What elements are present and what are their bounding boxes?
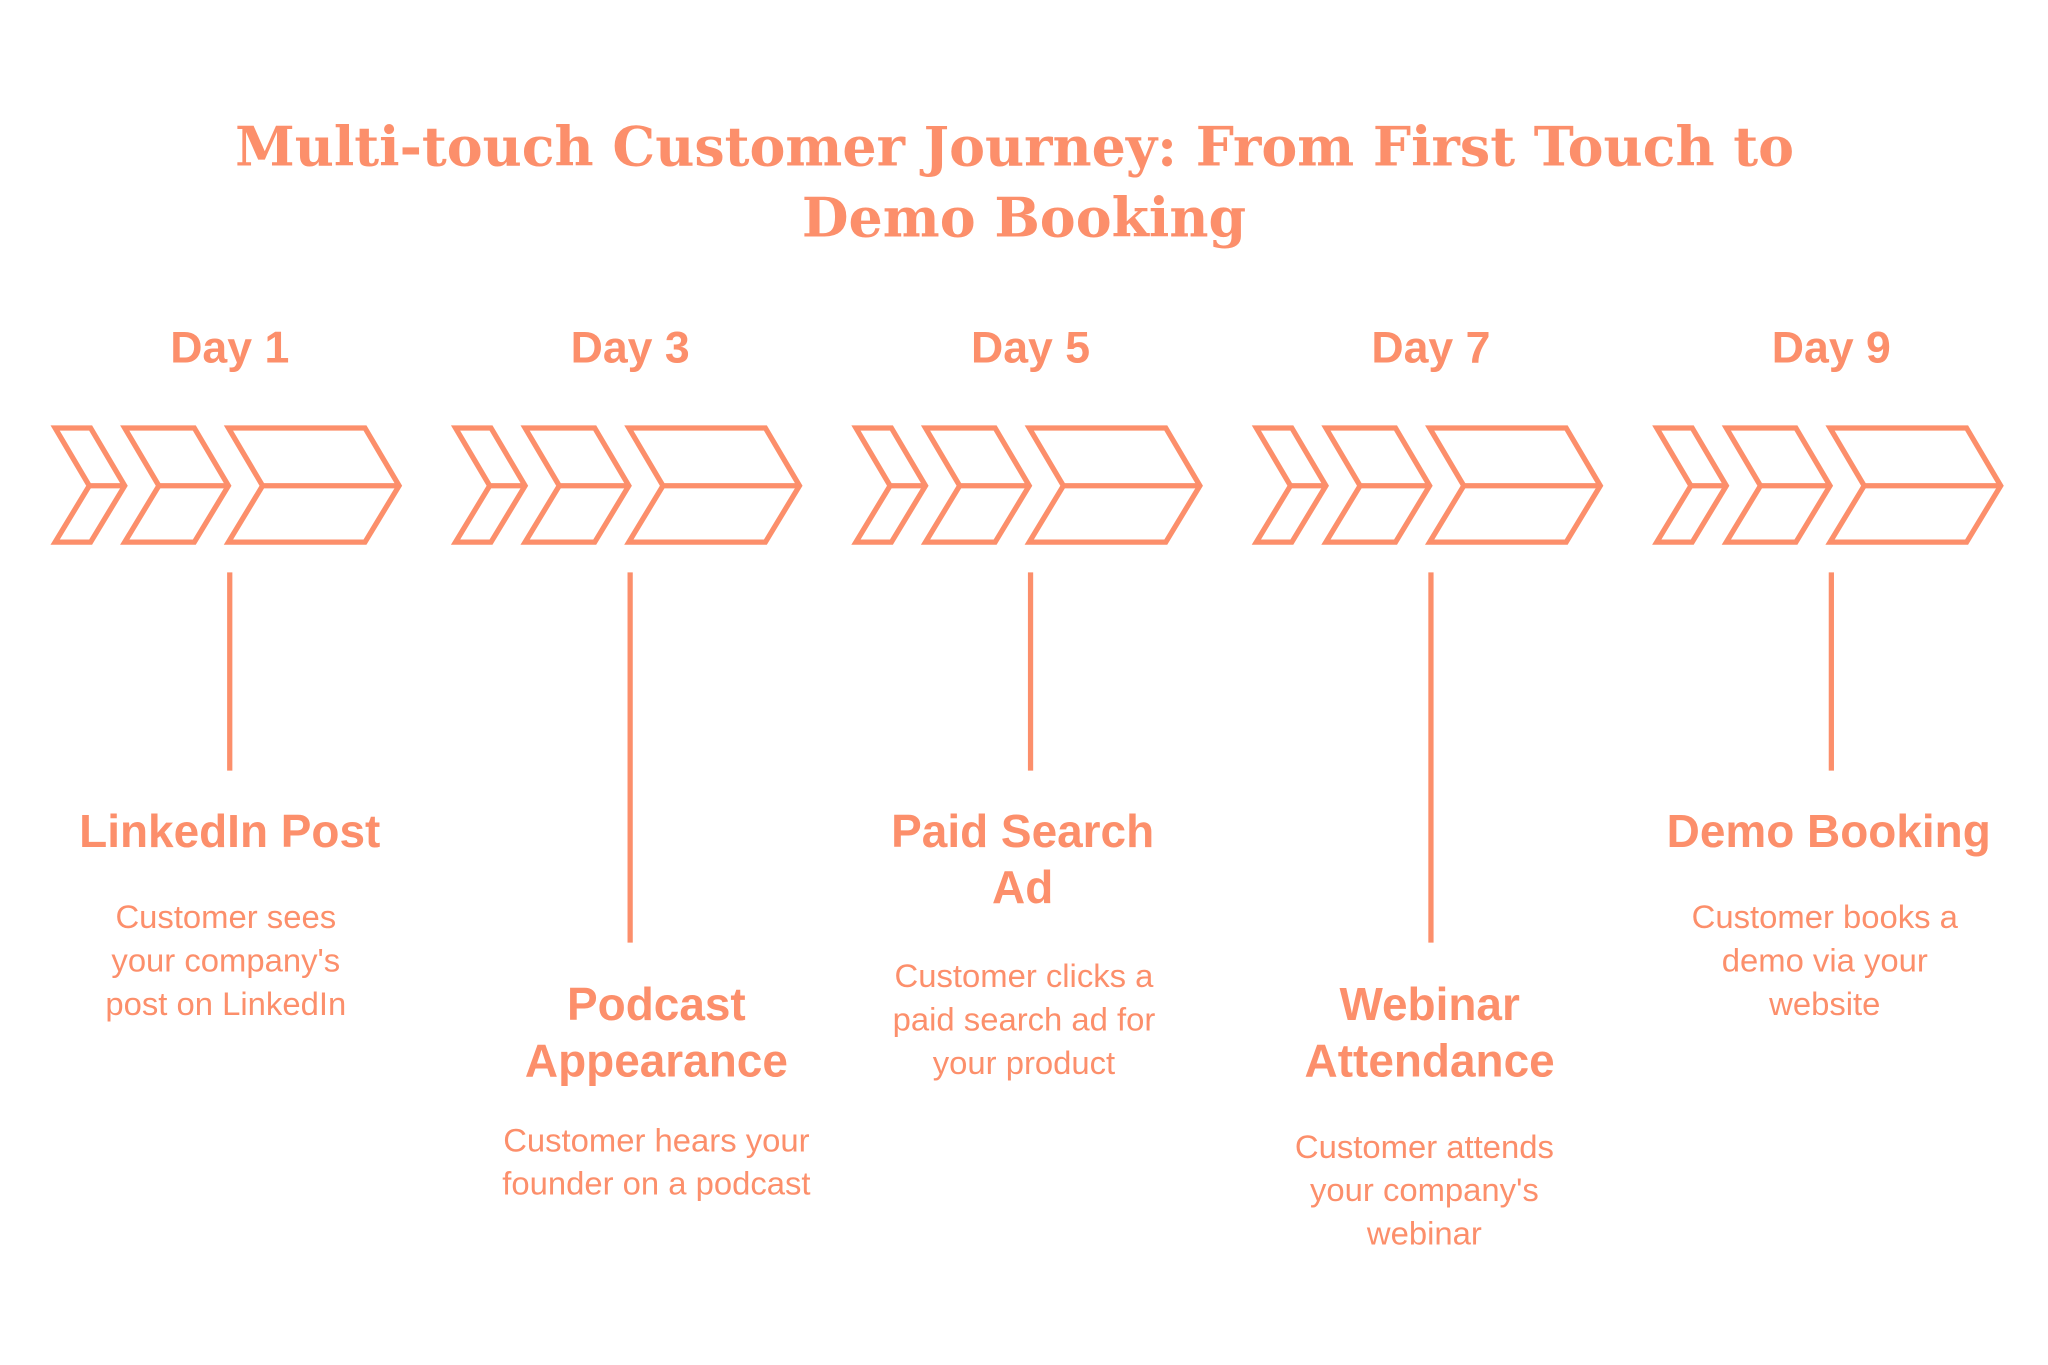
- step-description-line: Customer hears your: [503, 1121, 809, 1158]
- step-title: LinkedIn Post: [79, 805, 380, 857]
- step-title-line: Podcast: [567, 978, 746, 1030]
- chevron-arrows-icon: [1652, 425, 2004, 545]
- step-description-line: your company's: [1310, 1171, 1539, 1208]
- step-title-line: Appearance: [525, 1034, 788, 1086]
- step-description-line: your company's: [111, 941, 340, 978]
- day-label: Day 5: [971, 323, 1090, 372]
- step-description: Customer books a demo via your website: [1692, 898, 1959, 1022]
- step-description-line: Customer sees: [115, 898, 336, 935]
- chevron-arrows-icon: [450, 425, 803, 545]
- step-description-line: Customer clicks a: [895, 957, 1155, 994]
- step-description: Customer attends your company's webinar: [1295, 1128, 1554, 1252]
- chevron-arrows-icon: [50, 425, 403, 545]
- chevron-shape: [1251, 425, 1329, 545]
- step-description: Customer clicks a paid search ad for your …: [893, 957, 1156, 1081]
- step-description-line: webinar: [1366, 1215, 1482, 1252]
- step-description-line: demo via your: [1722, 941, 1928, 978]
- step-description-line: Customer books a: [1692, 898, 1959, 935]
- chevron-shape: [1321, 425, 1433, 545]
- chevron-shape: [223, 425, 403, 545]
- step-description-line: Customer attends: [1295, 1128, 1554, 1165]
- step-title: Demo Booking: [1667, 805, 1991, 857]
- step-description-line: paid search ad for: [893, 1001, 1156, 1038]
- step-title-line: Attendance: [1305, 1034, 1555, 1086]
- chevron-shape: [120, 425, 232, 545]
- diagram-title: Multi-touch Customer Journey: From First…: [235, 114, 1813, 249]
- day-label: Day 7: [1371, 323, 1490, 372]
- chevron-shape: [520, 425, 632, 545]
- step-title-line: LinkedIn Post: [79, 805, 380, 857]
- step-title-line: Demo Booking: [1667, 805, 1991, 857]
- day-label: Day 9: [1772, 323, 1891, 372]
- step-description: Customer sees your company's post on Linke…: [105, 898, 346, 1022]
- step-title-line: Paid Search: [891, 805, 1154, 857]
- title-line-1: Multi-touch Customer Journey: From First…: [235, 114, 1794, 178]
- chevron-arrows-icon: [1251, 425, 1604, 545]
- day-label: Day 1: [170, 323, 289, 372]
- day-label: Day 3: [571, 323, 690, 372]
- chevron-arrows-icon: [851, 425, 1203, 545]
- step-description-line: website: [1768, 985, 1880, 1022]
- step-description-line: post on LinkedIn: [105, 985, 346, 1022]
- title-line-2: Demo Booking: [802, 185, 1246, 249]
- step-description-line: your product: [933, 1044, 1115, 1081]
- step-description-line: founder on a podcast: [502, 1165, 810, 1202]
- step-title-line: Ad: [992, 861, 1053, 913]
- step-title-line: Webinar: [1339, 978, 1520, 1030]
- step-description: Customer hears your founder on a podcast: [502, 1121, 810, 1201]
